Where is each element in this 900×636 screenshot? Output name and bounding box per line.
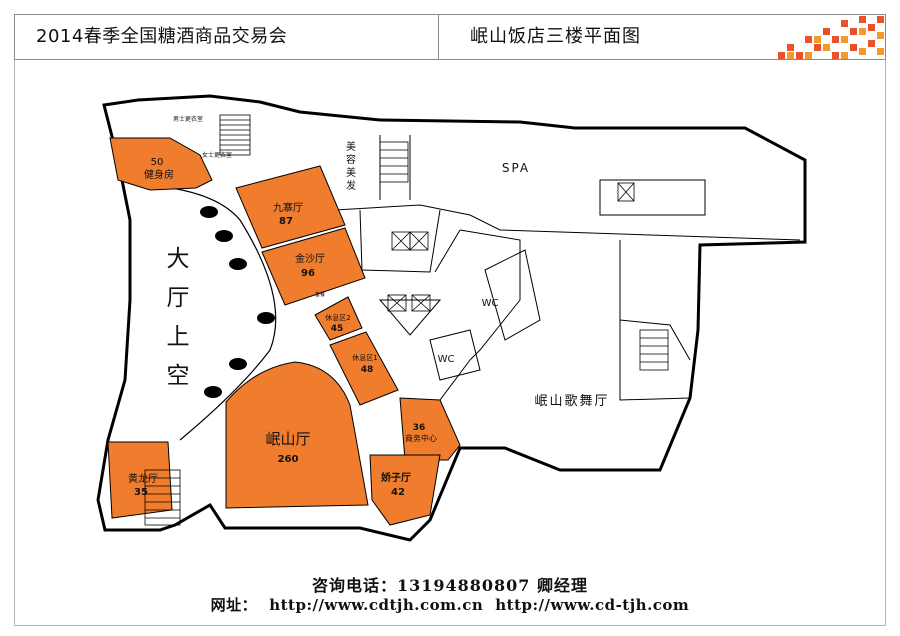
room-name: 健身房 [144,168,174,181]
website-label: 网址： [210,596,258,614]
beauty-salon-char: 容 [346,153,356,166]
contact-phone: 咨询电话：13194880807 卿经理 [311,576,589,595]
room-name: 岷山厅 [265,430,310,448]
room-gym[interactable] [109,137,213,191]
beauty-salon-char: 美 [346,166,356,179]
female-locker-label: 女士更衣室 [202,151,232,159]
room-jinsha[interactable] [261,227,366,306]
room-minshan[interactable] [225,361,369,509]
website-line: 网址： http://www.cdtjh.com.cn http://www.cd-… [0,594,900,615]
room-number: 50 [151,157,164,168]
room-number: 48 [361,365,374,375]
outer-frame [14,60,886,626]
room-number: 45 [331,324,344,334]
beauty-salon-char: 发 [346,179,356,192]
room-name: 黄龙厅 [128,472,158,485]
room-name: 金沙厅 [295,252,325,265]
room-lounge2[interactable] [314,296,363,341]
room-number: 96 [301,268,315,279]
room-name: 休息区1 [352,353,377,362]
room-number: 35 [134,487,148,498]
website-link[interactable]: http://www.cd-tjh.com [495,596,690,614]
kitchen-label: 备餐 [315,291,325,298]
atrium-char: 空 [167,363,190,389]
room-jiuzhai[interactable] [235,165,346,249]
room-business[interactable] [399,397,461,461]
wc-label: WC [438,354,455,365]
atrium-char: 上 [167,324,190,350]
room-number: 42 [391,487,405,498]
room-name: 九寨厅 [273,201,303,214]
male-locker-label: 男士更衣室 [173,115,203,123]
room-number: 87 [279,216,293,227]
room-name: 娇子厅 [381,471,411,484]
ballroom-label: 岷山歌舞厅 [534,394,609,409]
decorative-squares [778,16,884,59]
room-jiaozi[interactable] [369,454,441,526]
atrium-edge [144,184,277,441]
beauty-salon-char: 美 [346,140,356,153]
floor-plan-title: 岷山饭店三楼平面图 [470,26,641,47]
room-number: 260 [278,454,299,465]
header-frame [14,14,886,60]
room-name: 商务中心 [405,433,437,443]
header-divider [438,14,439,60]
room-lounge1[interactable] [329,331,399,406]
spa-label: SPA [502,161,530,175]
atrium-char: 大 [167,246,190,272]
atrium-char: 厅 [167,285,190,311]
room-name: 休息区2 [325,313,350,322]
building-outline [96,94,807,542]
website-link[interactable]: http://www.cdtjh.com.cn [269,596,484,614]
wc-label: WC [482,298,499,309]
room-number: 36 [413,423,426,433]
event-title: 2014春季全国糖酒商品交易会 [36,26,288,47]
